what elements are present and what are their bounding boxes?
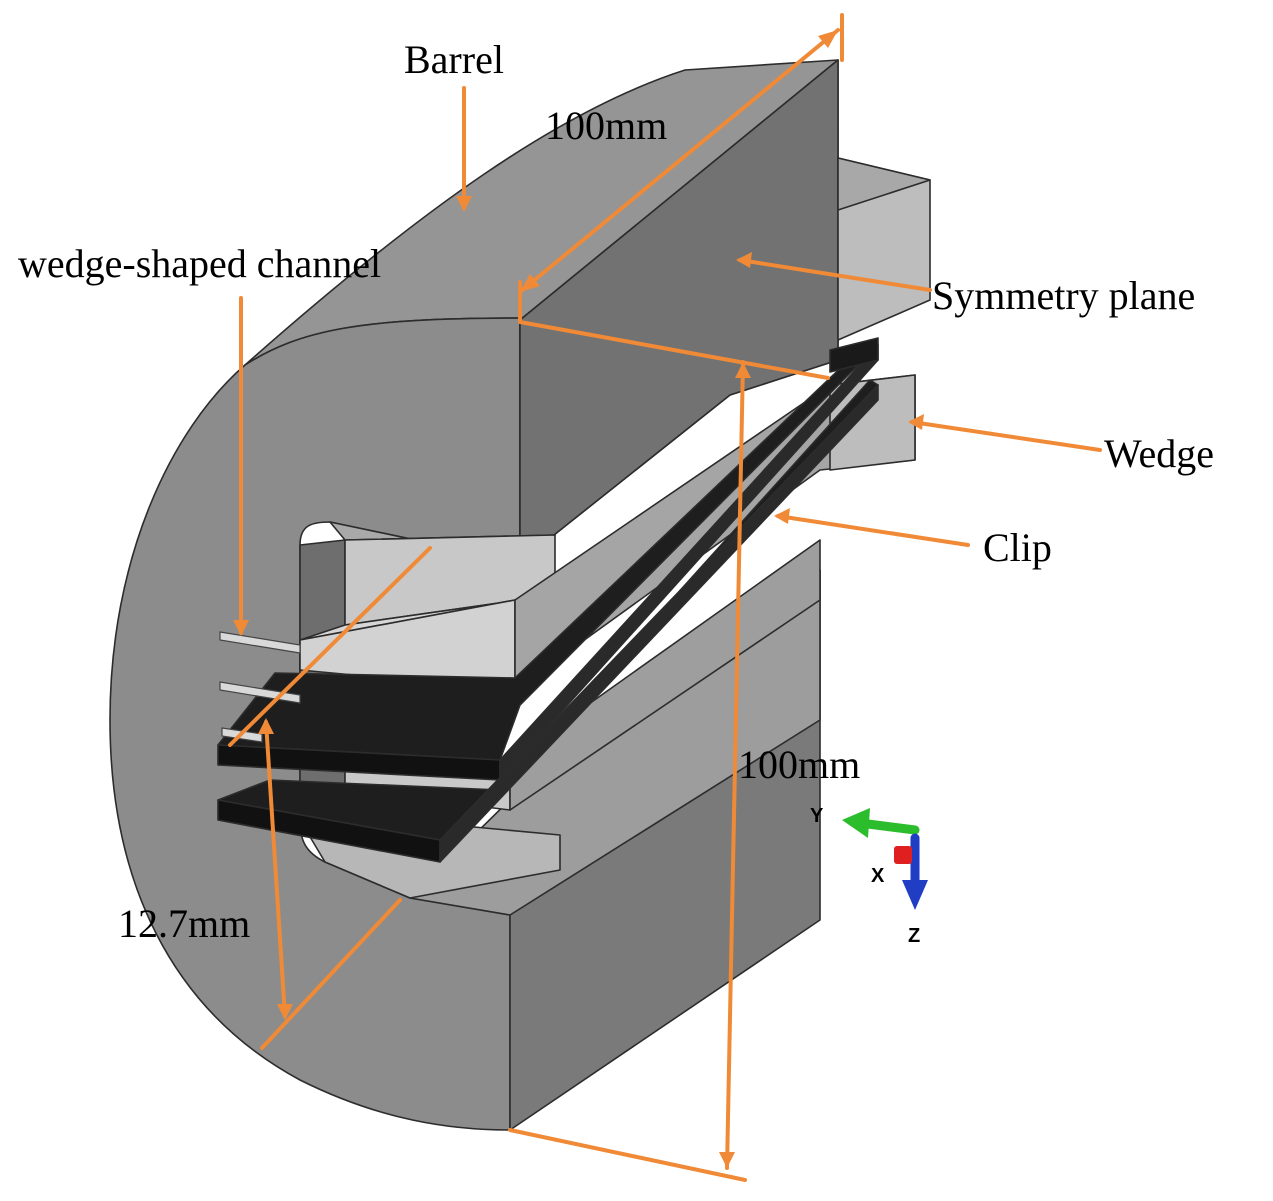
label-dim-height: 100mm [738,742,860,787]
dim-thickness-ext-bottom [260,898,402,1050]
clip-pointer-arrowhead [774,508,790,524]
axis-y-arrowhead [842,808,870,838]
tooth-1 [219,631,301,654]
dim-height-arrow-b [719,1152,735,1168]
label-wedge: Wedge [1104,431,1214,476]
clip-strip [829,337,879,373]
axis-triad: Y X Z [810,805,928,947]
axis-label-y: Y [810,805,824,827]
label-symmetry-plane: Symmetry plane [932,273,1195,318]
clip-lower-edge [439,384,879,863]
wedge-lower-long [509,539,821,811]
label-dim-top: 100mm [545,103,667,148]
label-wedge-channel: wedge-shaped channel [18,241,381,286]
wedge-pointer-arrowhead [908,414,924,430]
dim-height-line [725,360,745,1170]
annotations [228,13,1102,1182]
dim-thickness-arrow-b [277,1004,293,1020]
back-wedge-front [837,157,931,211]
axis-label-x: X [871,865,885,887]
dim-height-arrow-a [735,362,751,378]
axis-label-z: Z [908,925,920,947]
clip-pointer [776,514,970,547]
dim-thickness-arrow-a [258,718,274,734]
axis-x-marker [894,846,912,864]
dim-height-ext-bottom [508,1128,747,1182]
wedge-pointer [910,420,1102,452]
dim-thickness-line [264,720,287,1018]
dim-height-ext-top [518,320,830,380]
symmetry-plane-arrowhead [736,252,752,268]
axis-y-shaft [863,819,920,835]
dim-thickness-ext-top [228,546,432,747]
channel-pointer-arrowhead [233,620,249,636]
label-barrel: Barrel [404,37,504,82]
barrel-front-face [109,317,521,1131]
dim-top-arrow-b [818,30,838,48]
barrel-pointer-arrowhead [456,196,472,212]
barrel-body [109,59,931,1131]
symmetry-plane-pointer [738,258,932,292]
text-labels: Barrel 100mm wedge-shaped channel Symmet… [18,37,1214,946]
dim-top-arrow-a [520,274,540,292]
axis-z-arrowhead [902,880,928,910]
dim-top-line [518,28,840,294]
label-clip: Clip [983,525,1052,570]
label-dim-thickness: 12.7mm [118,901,250,946]
